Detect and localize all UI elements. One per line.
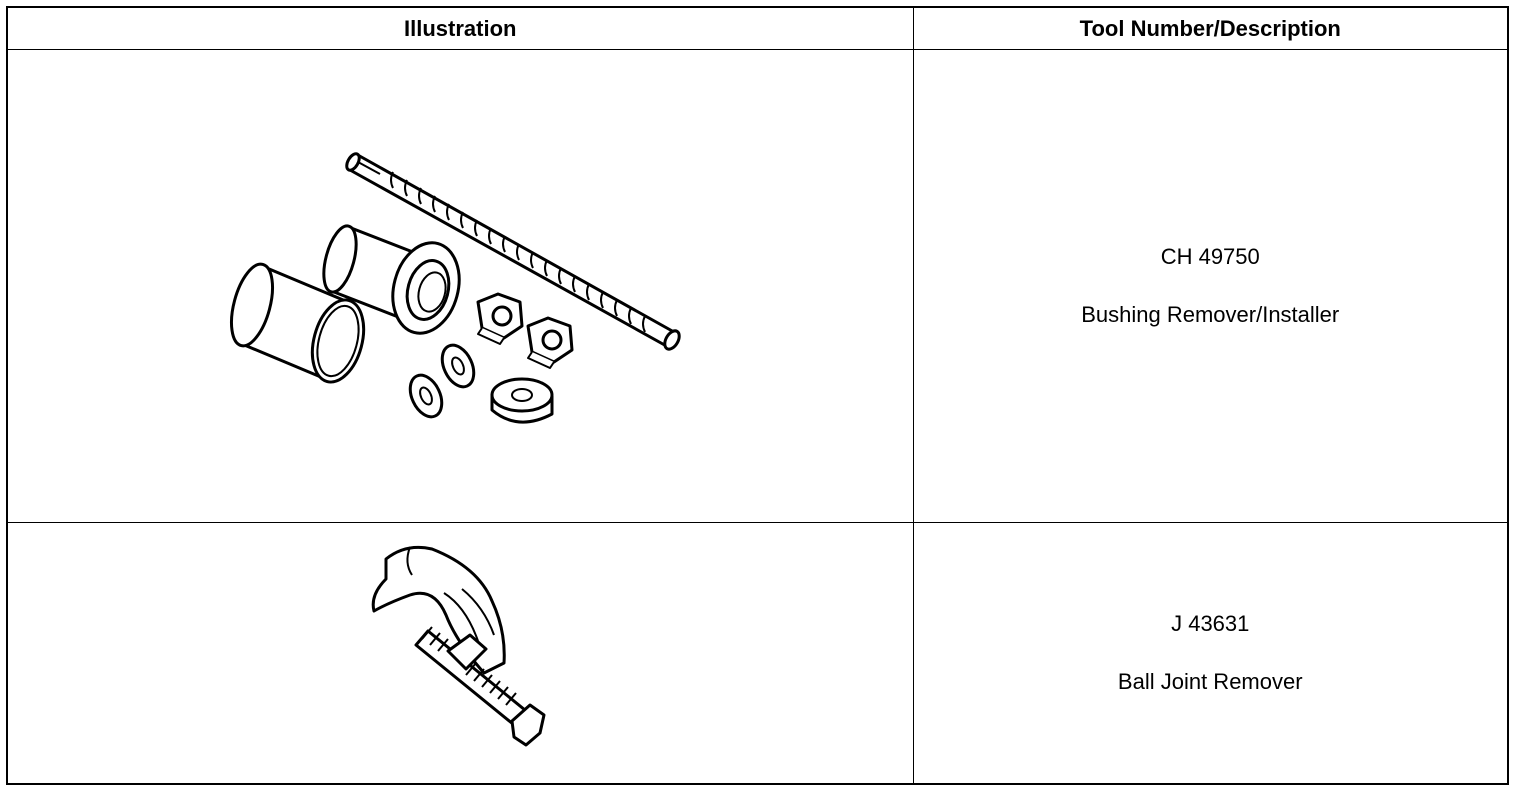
washer-icon (408, 373, 444, 419)
header-tool-number-description: Tool Number/Description (912, 6, 1509, 50)
tool-description: Bushing Remover/Installer (1081, 302, 1340, 327)
table-row: J 43631 Ball Joint Remover (6, 522, 1509, 785)
thrust-bearing-icon (490, 377, 554, 424)
tool-number: CH 49750 (1160, 244, 1260, 269)
receiver-cup-icon (229, 262, 366, 384)
table-row: CH 49750 Bushing Remover/Installer (6, 49, 1509, 523)
illustration-cell (6, 49, 914, 523)
ball-joint-remover-icon (371, 545, 546, 747)
washer-icon (440, 343, 476, 389)
header-row: Illustration Tool Number/Description (6, 6, 1509, 50)
hex-nut-icon (476, 292, 524, 345)
header-illustration: Illustration (6, 6, 914, 50)
threaded-rod-icon (345, 152, 681, 351)
tool-description: Ball Joint Remover (1117, 669, 1303, 694)
special-tools-table: Illustration Tool Number/Description (6, 6, 1509, 785)
tool-number: J 43631 (1171, 611, 1250, 636)
illustration-cell (6, 522, 914, 785)
tool-description-cell: J 43631 Ball Joint Remover (912, 522, 1509, 785)
bushing-remover-installer-icon (229, 152, 681, 424)
tool-description-cell: CH 49750 Bushing Remover/Installer (912, 49, 1509, 523)
forcing-screw-icon (414, 626, 546, 747)
hex-nut-icon (526, 316, 574, 369)
flanged-sleeve-icon (322, 224, 461, 335)
